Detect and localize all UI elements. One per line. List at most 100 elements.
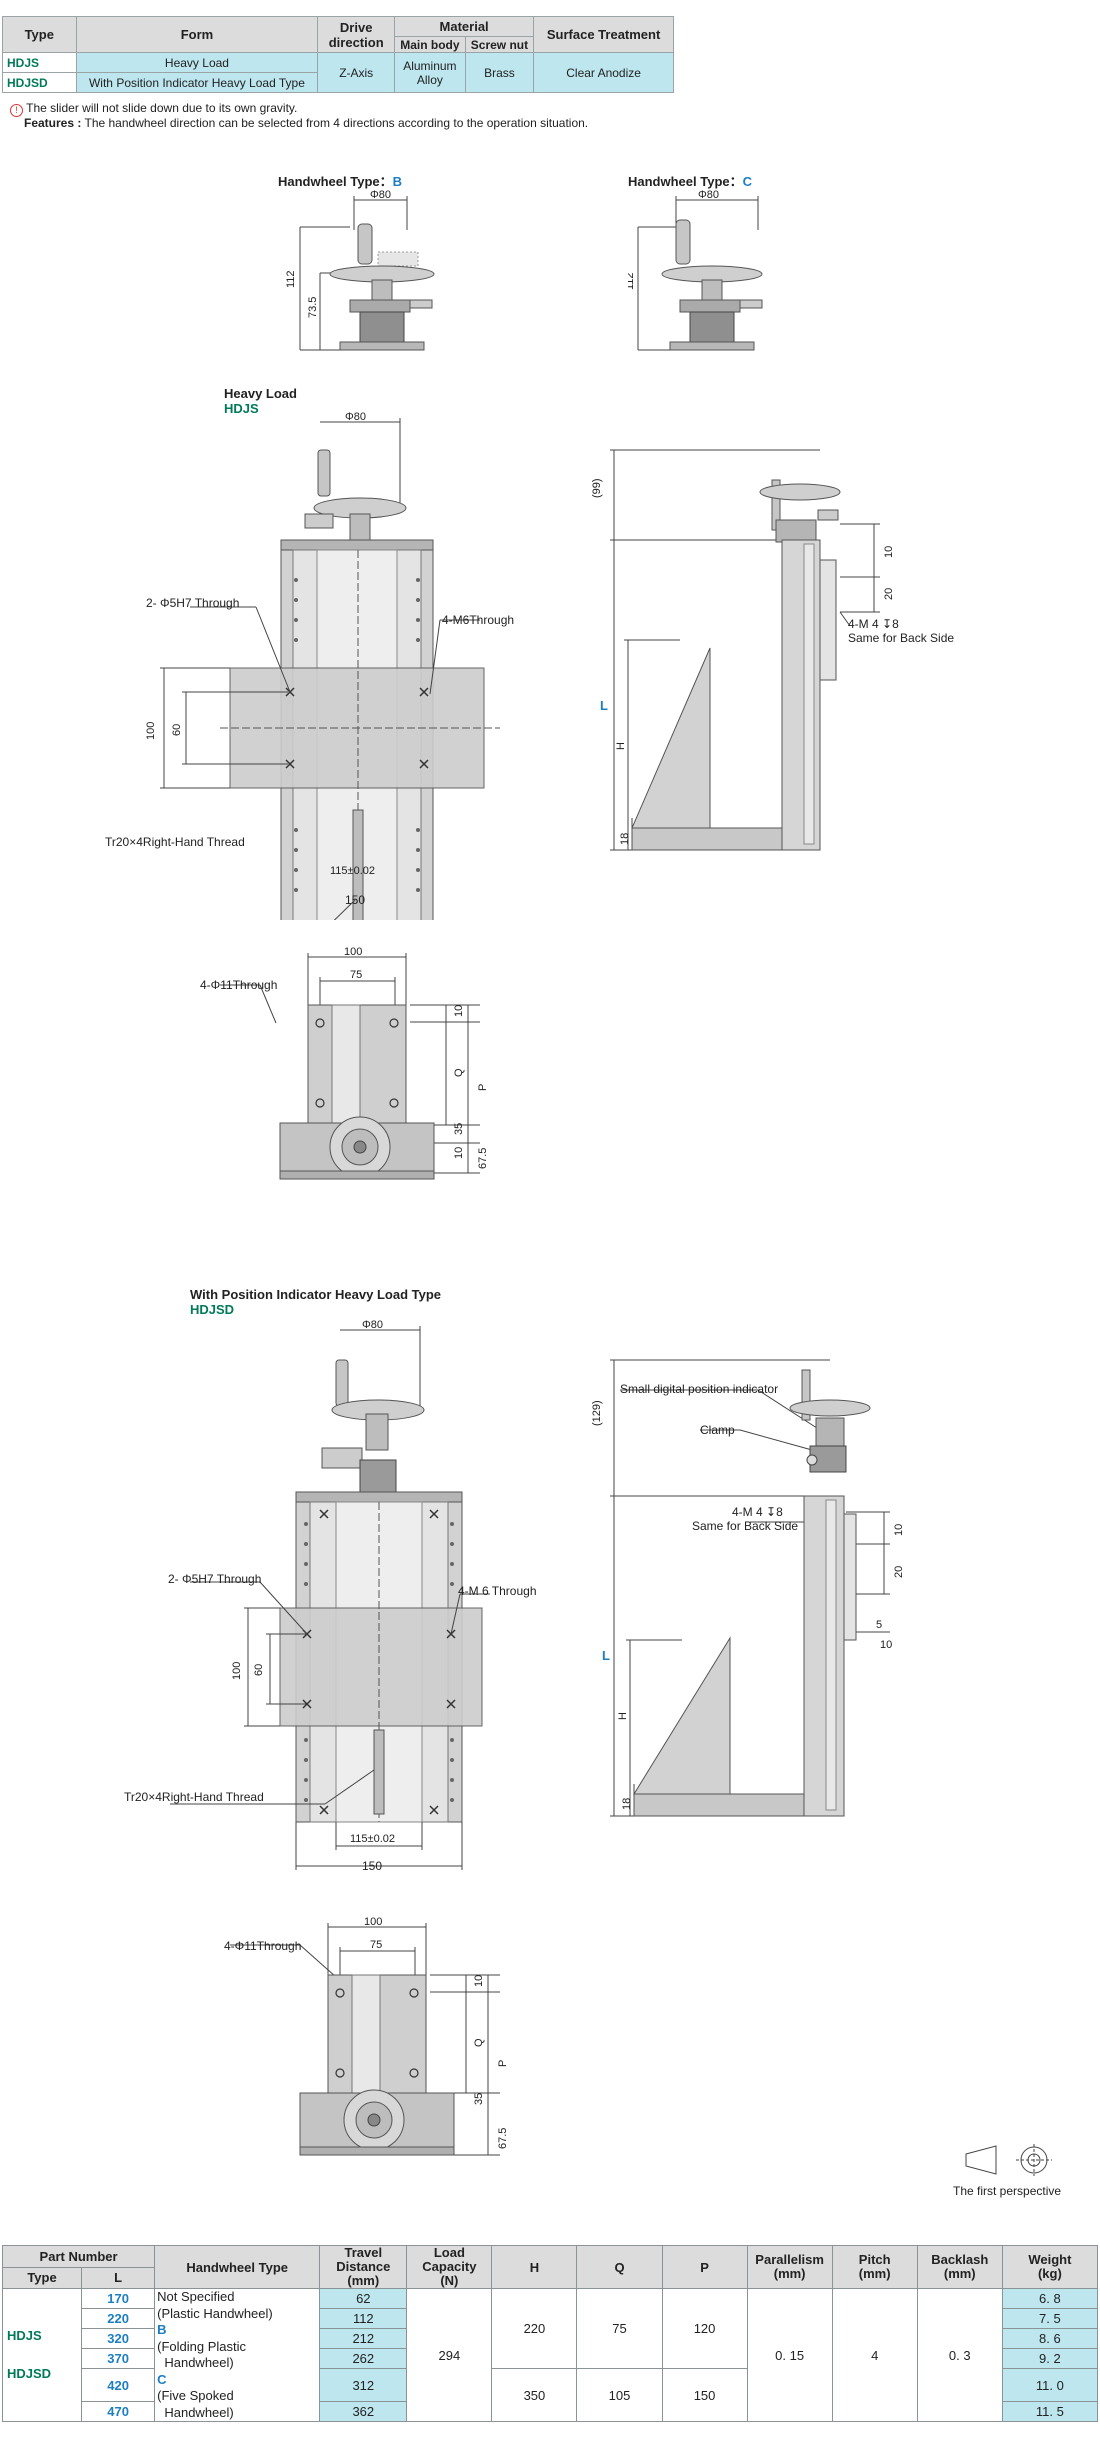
part-weight: 11. 0 [1001,2368,1099,2402]
hdjs-side-99: (99) [591,478,603,498]
hdjs-top-675: 67.5 [477,1148,489,1169]
hdjsd-hole-label: 2- Φ5H7 Through [168,1572,262,1586]
part-Q-b: 105 [576,2368,663,2422]
spec-drive-value: Z-Axis [317,52,396,93]
handwheel-b-type: B [392,174,403,189]
part-weight: 6. 8 [1001,2288,1099,2309]
spec-main-body-value: Aluminum Alloy [394,52,466,93]
part-header-travel-unit: (mm) [347,2273,380,2288]
part-header-backlash-text: Backlash [931,2252,989,2267]
hdjs-top-holes: 4-Φ11Through [200,978,278,992]
hdjsd-top-P: P [497,2060,509,2067]
part-travel: 212 [319,2328,408,2349]
hdjs-dim115: 115±0.02 [330,865,375,877]
part-backlash: 0. 3 [916,2288,1003,2422]
hdjsd-side-same: Same for Back Side [692,1519,799,1533]
hdjs-code: HDJS [224,401,259,416]
hdjs-thread-label: Tr20×4Right-Hand Thread [105,835,245,849]
part-H-b: 350 [491,2368,578,2422]
part-travel: 362 [319,2401,408,2422]
part-L: 320 [81,2328,156,2349]
part-travel: 62 [319,2288,408,2309]
handwheel-c-label: Handwheel Type： [628,174,743,189]
handwheel-c-drawing: Φ80 112 [628,190,763,351]
handwheel-b-drawing: Φ80 112 73.5 [285,190,435,351]
part-header-travel: Travel Distance(mm) [319,2245,408,2289]
hdjsd-side-clamp: Clamp [700,1423,735,1437]
part-type-hdjsd: HDJSD [7,2366,52,2381]
part-weight: 8. 6 [1001,2328,1099,2349]
hdjs-side-H: H [615,742,627,750]
hdjs-side-view: (99) 10 20 L H 18 [591,449,895,851]
hdjsd-thread-label: Tr20×4Right-Hand Thread [124,1790,264,1804]
spec-header-form: Form [75,16,319,53]
spec-header-material: Material [394,16,535,37]
note-text: The slider will not slide down due to it… [26,101,298,115]
hdjs-side-m4: 4-M 4 ↧8 [848,617,899,631]
part-travel: 262 [319,2348,408,2369]
handwheel-line: (Plastic Handwheel) [157,2305,273,2321]
part-number-table: Part Number Handwheel Type Travel Distan… [1,2245,1099,2422]
part-header-backlash-unit: (mm) [943,2266,976,2281]
handwheel-c-phi: Φ80 [698,190,719,201]
hdjsd-side-m4: 4-M 4 ↧8 [732,1505,783,1519]
spec-header-type: Type [2,16,77,53]
handwheel-line: Not Specified [157,2289,235,2304]
spec-row-form: With Position Indicator Heavy Load Type [75,72,319,93]
hdjs-top-35: 35 [453,1123,465,1135]
handwheel-line: B [157,2322,167,2337]
hdjsd-phi: Φ80 [362,1319,383,1331]
handwheel-b-h1: 112 [285,270,297,288]
part-header-parallelism-unit: (mm) [773,2266,806,2281]
hdjs-side-same: Same for Back Side [848,631,955,645]
hdjs-side-10: 10 [883,546,895,558]
part-H-a: 220 [491,2288,578,2369]
hdjsd-dim100: 100 [231,1662,243,1680]
part-header-load-unit: (N) [440,2273,459,2288]
hdjs-phi: Φ80 [345,411,366,423]
hdjsd-side-10b: 10 [880,1639,892,1651]
part-type-cell: HDJS HDJSD [1,2288,83,2422]
first-perspective-label: The first perspective [953,2184,1062,2198]
hdjs-hole-label: 2- Φ5H7 Through [146,596,240,610]
part-header-type: Type [1,2266,83,2289]
part-header-part-number: Part Number [1,2245,156,2268]
spec-header-drive: Drive direction [317,16,396,53]
hdjs-side-L: L [600,698,608,713]
part-P-b: 150 [661,2368,748,2422]
hdjsd-side-5: 5 [876,1619,882,1631]
hdjs-side-20: 20 [883,588,895,600]
part-header-backlash: Backlash(mm) [916,2245,1003,2289]
part-load: 294 [406,2288,493,2422]
hdjsd-top-35: 35 [473,2093,485,2105]
hdjsd-top-675: 67.5 [497,2128,509,2149]
part-weight: 11. 5 [1001,2401,1099,2422]
part-type-hdjs: HDJS [7,2328,42,2343]
spec-header-surface: Surface Treatment [533,16,674,53]
part-header-weight-text: Weight [1028,2252,1072,2267]
part-Q-a: 75 [576,2288,663,2369]
hdjs-top-100: 100 [344,946,362,958]
part-L: 470 [81,2401,156,2422]
part-L: 170 [81,2288,156,2309]
part-P-a: 120 [661,2288,748,2369]
part-header-H: H [491,2245,578,2289]
hdjs-side-18: 18 [619,833,631,845]
hdjsd-top-view: 100 75 10 Q P 35 67.5 [230,1916,509,2156]
hdjs-top-view: 100 75 10 Q P 35 10 67.5 [220,946,489,1180]
hdjsd-side-129: (129) [591,1400,603,1426]
part-header-parallelism: Parallelism(mm) [746,2245,833,2289]
hdjsd-side-L: L [602,1648,610,1663]
warning-icon: ! [10,104,23,117]
spec-screw-nut-value: Brass [464,52,535,93]
part-parallelism: 0. 15 [746,2288,833,2422]
handwheel-b-phi: Φ80 [370,190,391,201]
features-text: The handwheel direction can be selected … [84,116,589,130]
hdjs-top-P: P [477,1084,489,1091]
handwheel-line: Handwheel) [157,2355,234,2370]
first-perspective-icon [965,2144,1052,2176]
part-header-pitch-unit: (mm) [858,2266,891,2281]
part-weight: 9. 2 [1001,2348,1099,2369]
spec-header-screw-nut: Screw nut [464,36,535,53]
handwheel-line: C [157,2371,167,2387]
